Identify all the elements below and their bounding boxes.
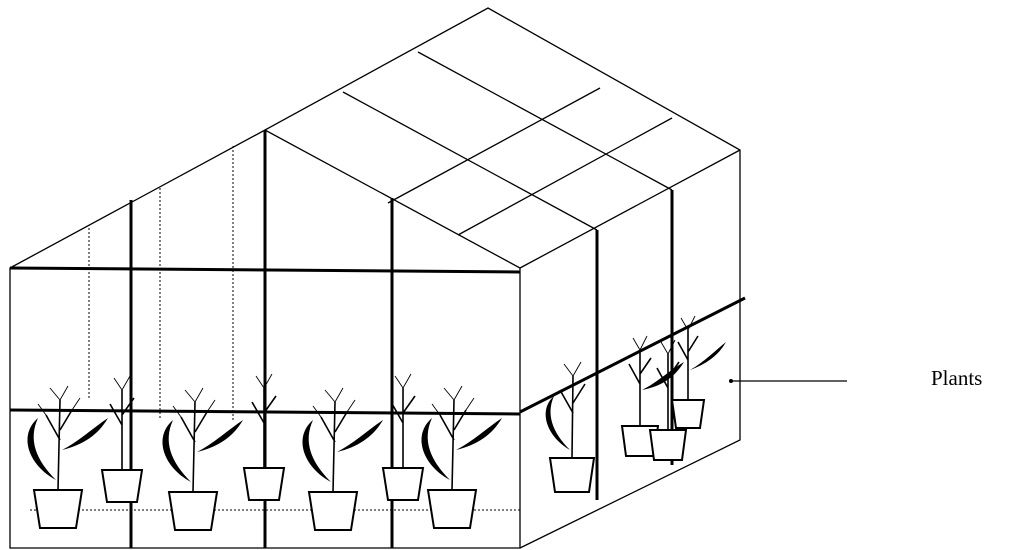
callout-dot xyxy=(729,379,733,383)
plant-8 xyxy=(546,362,594,492)
plant-4 xyxy=(244,374,284,500)
plant-7 xyxy=(422,386,502,528)
plant-11 xyxy=(672,316,726,428)
plant-3 xyxy=(163,388,243,530)
plant-2 xyxy=(102,376,142,502)
plant-5 xyxy=(303,388,383,530)
side-plants xyxy=(546,316,726,492)
plant-6 xyxy=(383,374,423,500)
plants-label: Plants xyxy=(931,366,982,391)
plant-1 xyxy=(28,386,108,528)
greenhouse-frame xyxy=(10,8,745,548)
plants-callout xyxy=(729,379,847,383)
